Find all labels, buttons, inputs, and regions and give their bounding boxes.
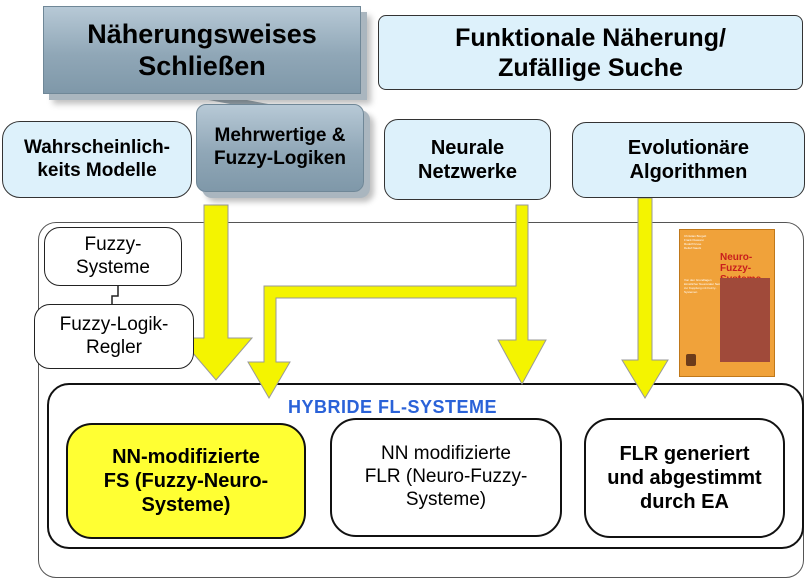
hybrid-systems-title: HYBRIDE FL-SYSTEME xyxy=(287,397,497,417)
fuzzy-connector xyxy=(111,285,119,305)
fuzzy-logic-controller-box: Fuzzy-Logik- Regler xyxy=(34,304,194,369)
book-cover-image: Christian Borgelt Frank Klawonn Rudolf K… xyxy=(679,229,775,377)
flr-generated-ea-box: FLR generiert und abgestimmt durch EA xyxy=(584,418,785,538)
arrow-neural xyxy=(247,204,547,399)
fuzzy-systems-box: Fuzzy- Systeme xyxy=(44,227,182,286)
arrow-evolutionary xyxy=(621,197,669,399)
book-authors: Christian Borgelt Frank Klawonn Rudolf K… xyxy=(684,234,707,250)
book-cover-photo xyxy=(720,278,770,362)
nn-modified-flr-box: NN modifizierte FLR (Neuro-Fuzzy- System… xyxy=(330,418,562,537)
functional-approx-box: Funktionale Näherung/ Zufällige Suche xyxy=(378,15,803,90)
approx-reasoning-box: Näherungsweises Schließen xyxy=(43,6,361,94)
probability-models-box: Wahrscheinlich- keits Modelle xyxy=(2,121,192,198)
book-subtitle: Von den Grundlagen künstlicher Neuronale… xyxy=(684,278,723,294)
multivalued-logic-box: Mehrwertige & Fuzzy-Logiken xyxy=(196,104,364,192)
evolutionary-algorithms-box: Evolutionäre Algorithmen xyxy=(572,122,805,198)
nn-modified-fs-box: NN-modifizierte FS (Fuzzy-Neuro- Systeme… xyxy=(66,423,306,539)
arrow-mehrwertige xyxy=(178,204,254,381)
neural-networks-box: Neurale Netzwerke xyxy=(384,119,551,200)
book-publisher-logo xyxy=(686,354,696,366)
